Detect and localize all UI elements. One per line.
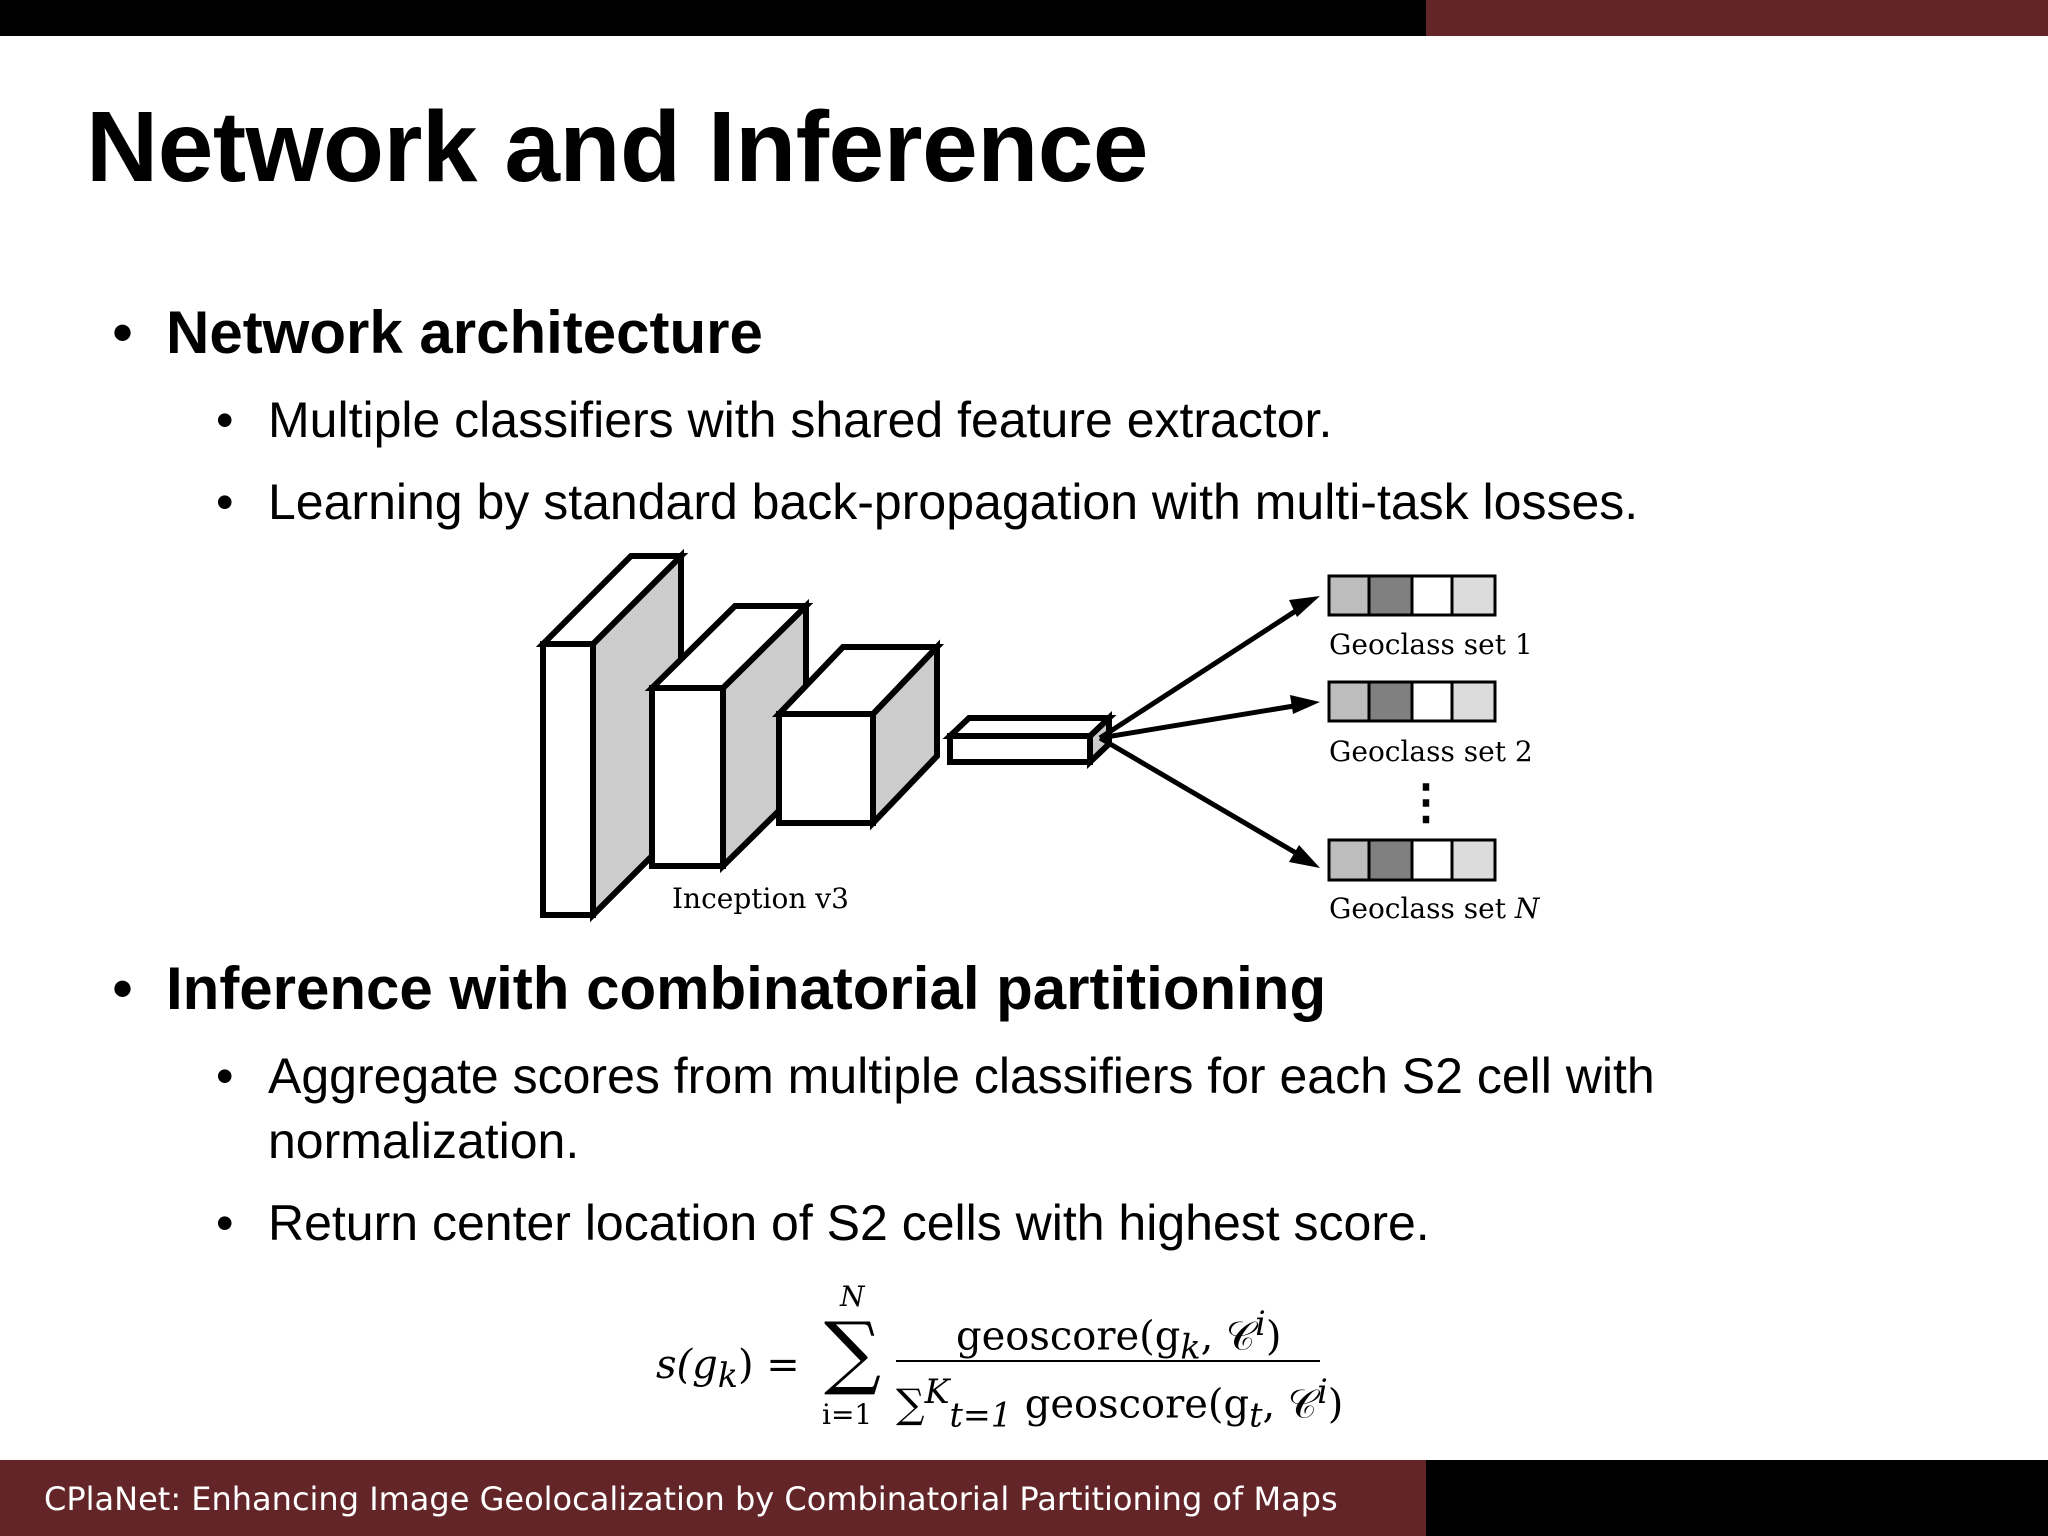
arrowhead-icon <box>1289 845 1320 868</box>
list-item-text: Aggregate scores from multiple classifie… <box>268 1048 1655 1169</box>
list-item: • Return center location of S2 cells wit… <box>216 1191 1856 1256</box>
class-cell <box>1450 838 1497 882</box>
equation-numerator: geoscore(gk, 𝒞i) <box>956 1304 1282 1367</box>
geoclass-set-2-label: Geoclass set 2 <box>1329 735 1533 768</box>
arrowhead-icon <box>1290 695 1320 714</box>
class-cell <box>1410 838 1454 882</box>
geoclass-set-1-cells <box>1327 574 1497 617</box>
bullet-icon: • <box>112 299 134 366</box>
equation-fraction-bar <box>896 1360 1320 1362</box>
feature-block-front <box>947 733 1093 765</box>
bullet-icon: • <box>216 474 234 530</box>
top-bar-black <box>0 0 1426 36</box>
class-cell <box>1327 574 1371 617</box>
equation-sum-upper: N <box>840 1280 865 1313</box>
section-heading-text: Network architecture <box>166 299 763 366</box>
equation-sum-symbol: ∑ <box>824 1305 882 1398</box>
equation-sum-lower: i=1 <box>822 1398 873 1431</box>
cnn-block-3-front <box>776 711 876 826</box>
class-cell <box>1327 838 1371 882</box>
bullet-icon: • <box>216 1195 234 1251</box>
list-item-text: Multiple classifiers with shared feature… <box>268 392 1333 448</box>
arrow-to-set-2 <box>1099 701 1307 741</box>
class-cell <box>1450 680 1497 723</box>
top-bar-accent <box>1426 0 2048 36</box>
equation-denominator: ∑Kt=1 geoscore(gt, 𝒞i) <box>896 1372 1344 1435</box>
arrowhead-icon <box>1289 596 1320 617</box>
list-item: • Learning by standard back-propagation … <box>216 470 1856 535</box>
geoclass-set-2-cells <box>1327 680 1497 723</box>
arrow-to-set-n <box>1098 735 1310 863</box>
list-item-text: Return center location of S2 cells with … <box>268 1195 1430 1251</box>
class-cell <box>1367 574 1414 617</box>
section-heading-text: Inference with combinatorial partitionin… <box>166 955 1327 1022</box>
list-item-text: Learning by standard back-propagation wi… <box>268 474 1639 530</box>
slide-title: Network and Inference <box>86 91 1149 203</box>
class-cell <box>1410 574 1454 617</box>
geoclass-set-n-label: Geoclass set N <box>1329 892 1541 925</box>
footer-bar-accent <box>0 1460 1426 1536</box>
bullet-icon: • <box>216 1048 234 1104</box>
list-item: • Multiple classifiers with shared featu… <box>216 388 1856 453</box>
class-cell <box>1367 838 1414 882</box>
cnn-block-1-front <box>540 641 596 918</box>
arrow-to-set-1 <box>1098 600 1310 741</box>
equation-lhs: s(gk) = <box>656 1342 800 1395</box>
ellipsis-text: ⋮ <box>1402 774 1450 830</box>
footer-bar-black <box>1426 1460 2048 1536</box>
network-label: Inception v3 <box>672 882 849 915</box>
class-cell <box>1450 574 1497 617</box>
score-equation: s(gk) = N ∑ i=1 geoscore(gk, 𝒞i) ∑Kt=1 g… <box>650 1280 1343 1434</box>
bullet-icon: • <box>112 955 134 1022</box>
cnn-block-2-front <box>649 685 726 869</box>
class-cell <box>1410 680 1454 723</box>
list-item: • Aggregate scores from multiple classif… <box>216 1044 1776 1174</box>
footer-title: CPlaNet: Enhancing Image Geolocalization… <box>44 1480 1338 1518</box>
bullet-icon: • <box>216 392 234 448</box>
geoclass-set-1-label: Geoclass set 1 <box>1329 628 1533 661</box>
class-cell <box>1367 680 1414 723</box>
class-cell <box>1327 680 1371 723</box>
geoclass-set-n-cells <box>1327 838 1497 882</box>
